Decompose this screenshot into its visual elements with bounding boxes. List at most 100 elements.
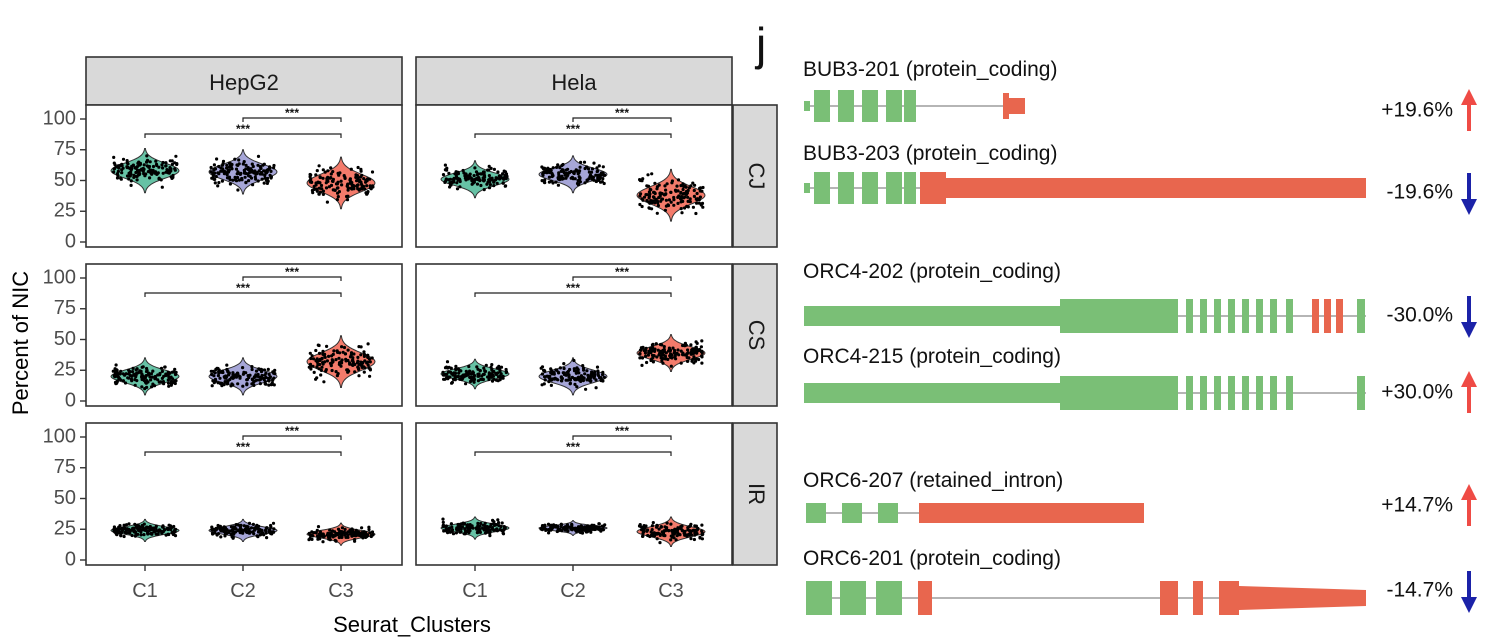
data-point <box>368 531 372 535</box>
arrow-shaft <box>1467 571 1471 599</box>
data-point <box>492 522 496 526</box>
data-point <box>256 530 261 534</box>
transcript-name: ORC4-215 (protein_coding) <box>803 345 1061 368</box>
data-point <box>348 361 352 365</box>
data-point <box>172 524 176 529</box>
exon <box>1214 376 1221 410</box>
data-point <box>653 201 657 205</box>
data-point <box>573 382 577 386</box>
data-point <box>131 366 135 370</box>
data-point <box>252 170 256 174</box>
data-point <box>693 183 697 187</box>
data-point <box>212 163 216 167</box>
data-point <box>700 201 705 205</box>
data-point <box>656 348 660 352</box>
violin-c3 <box>306 156 376 210</box>
data-point <box>685 359 690 363</box>
data-point <box>125 159 129 163</box>
data-point <box>578 165 582 169</box>
data-point <box>568 367 572 372</box>
data-point <box>644 193 648 197</box>
data-point <box>601 527 605 531</box>
data-point <box>158 373 162 377</box>
data-point <box>596 369 600 373</box>
exon <box>806 581 832 615</box>
data-point <box>475 182 480 186</box>
data-point <box>159 366 164 370</box>
data-point <box>683 341 687 345</box>
significance-label: *** <box>615 424 629 438</box>
data-point <box>351 184 355 188</box>
data-point <box>131 164 135 168</box>
data-point <box>444 177 448 181</box>
data-point <box>553 376 557 380</box>
exon <box>904 172 916 204</box>
data-point <box>362 535 366 539</box>
data-point <box>240 178 244 182</box>
data-point <box>651 360 655 364</box>
data-point <box>698 535 702 540</box>
data-point <box>251 164 255 169</box>
data-point <box>217 164 221 169</box>
data-point <box>641 534 645 538</box>
data-point <box>322 380 326 384</box>
facet-label-hepg2: HepG2 <box>209 70 279 95</box>
data-point <box>213 379 218 383</box>
significance-bracket <box>144 292 342 297</box>
data-point <box>701 185 705 190</box>
data-point <box>549 528 553 532</box>
data-point <box>241 531 245 535</box>
data-point <box>142 167 146 171</box>
data-point <box>661 532 665 536</box>
data-point <box>667 346 671 350</box>
data-point <box>331 535 335 539</box>
data-point <box>229 525 233 529</box>
data-point <box>323 170 327 174</box>
data-point <box>692 188 696 193</box>
facet-strip-ir <box>732 422 778 566</box>
data-point <box>256 527 261 531</box>
data-point <box>226 379 230 383</box>
data-point <box>698 195 702 199</box>
data-point <box>567 373 571 377</box>
significance-bracket <box>144 133 342 138</box>
data-point <box>241 162 245 166</box>
data-point <box>504 172 509 176</box>
data-point <box>462 532 466 536</box>
data-point <box>482 179 486 183</box>
data-point <box>321 349 325 353</box>
data-point <box>487 529 491 534</box>
data-point <box>140 377 144 382</box>
data-point <box>309 367 313 371</box>
data-point <box>660 359 664 363</box>
transcript-name: BUB3-203 (protein_coding) <box>803 142 1057 165</box>
data-point <box>353 537 357 542</box>
data-point <box>270 381 274 385</box>
data-point <box>548 374 552 378</box>
data-point <box>209 369 213 373</box>
y-tick-label: 50 <box>54 328 76 350</box>
data-point <box>145 368 149 373</box>
data-point <box>346 530 350 534</box>
data-point <box>164 372 168 376</box>
panel-label-j: j <box>754 18 766 70</box>
data-point <box>589 379 593 383</box>
data-point <box>549 383 553 387</box>
data-point <box>559 524 563 529</box>
data-point <box>314 531 318 535</box>
data-point <box>652 195 656 200</box>
arrow-head <box>1461 597 1477 613</box>
data-point <box>641 526 645 530</box>
data-point <box>547 380 551 384</box>
data-point <box>699 345 703 349</box>
data-point <box>369 533 374 537</box>
panel-frame <box>415 422 733 566</box>
data-point <box>566 167 570 171</box>
data-point <box>256 154 261 158</box>
data-point <box>450 528 455 532</box>
data-point <box>357 367 361 371</box>
data-point <box>492 184 496 188</box>
exon <box>842 503 862 523</box>
data-point <box>150 375 154 379</box>
data-point <box>597 164 601 168</box>
